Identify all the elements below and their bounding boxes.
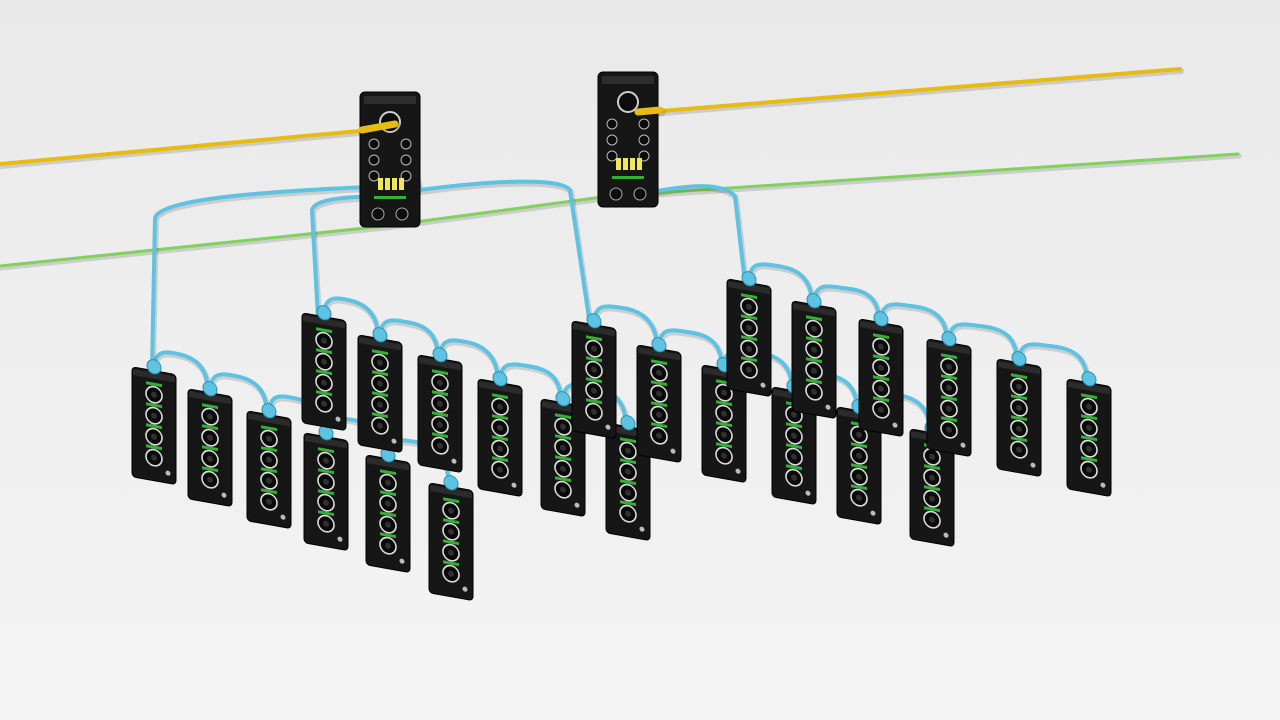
master-port: [369, 155, 379, 165]
status-led: [623, 158, 628, 170]
io-link-hub: [792, 290, 836, 419]
io-link-hub: [997, 348, 1041, 477]
master-port: [639, 135, 649, 145]
status-led: [378, 178, 383, 190]
io-link-hub: [572, 310, 616, 439]
io-link-hub: [927, 328, 971, 457]
master-power-port: [372, 208, 384, 220]
master-port: [369, 139, 379, 149]
io-link-hub: [478, 368, 522, 497]
master-port: [607, 151, 617, 161]
status-led: [385, 178, 390, 190]
master-port: [401, 139, 411, 149]
io-link-hub: [637, 334, 681, 463]
io-link-hub: [358, 324, 402, 453]
io-link-hub: [302, 302, 346, 431]
io-link-hub: [727, 268, 771, 397]
master-power-port: [634, 188, 646, 200]
master-port-top: [618, 92, 638, 112]
status-led: [637, 158, 642, 170]
status-led: [392, 178, 397, 190]
master-top-edge: [602, 76, 654, 84]
master-port: [607, 119, 617, 129]
master-label-strip: [612, 176, 644, 179]
io-link-hub: [188, 378, 232, 507]
master-port: [401, 155, 411, 165]
io-link-hub: [1067, 368, 1111, 497]
master-power-port: [610, 188, 622, 200]
status-led: [399, 178, 404, 190]
io-link-hub: [429, 472, 473, 601]
io-link-hub: [247, 400, 291, 529]
io-link-master-right: [598, 72, 658, 207]
status-led: [630, 158, 635, 170]
io-link-hub: [418, 344, 462, 473]
io-link-hub: [132, 356, 176, 485]
master-port: [639, 119, 649, 129]
master-port: [607, 135, 617, 145]
status-led: [616, 158, 621, 170]
ethernet-plug-right: [638, 110, 660, 112]
io-link-hub: [859, 308, 903, 437]
io-link-hub: [366, 444, 410, 573]
io-link-master-left: [360, 92, 420, 227]
master-power-port: [396, 208, 408, 220]
master-port: [369, 171, 379, 181]
master-label-strip: [374, 196, 406, 199]
master-top-edge: [364, 96, 416, 104]
io-link-hub: [304, 422, 348, 551]
